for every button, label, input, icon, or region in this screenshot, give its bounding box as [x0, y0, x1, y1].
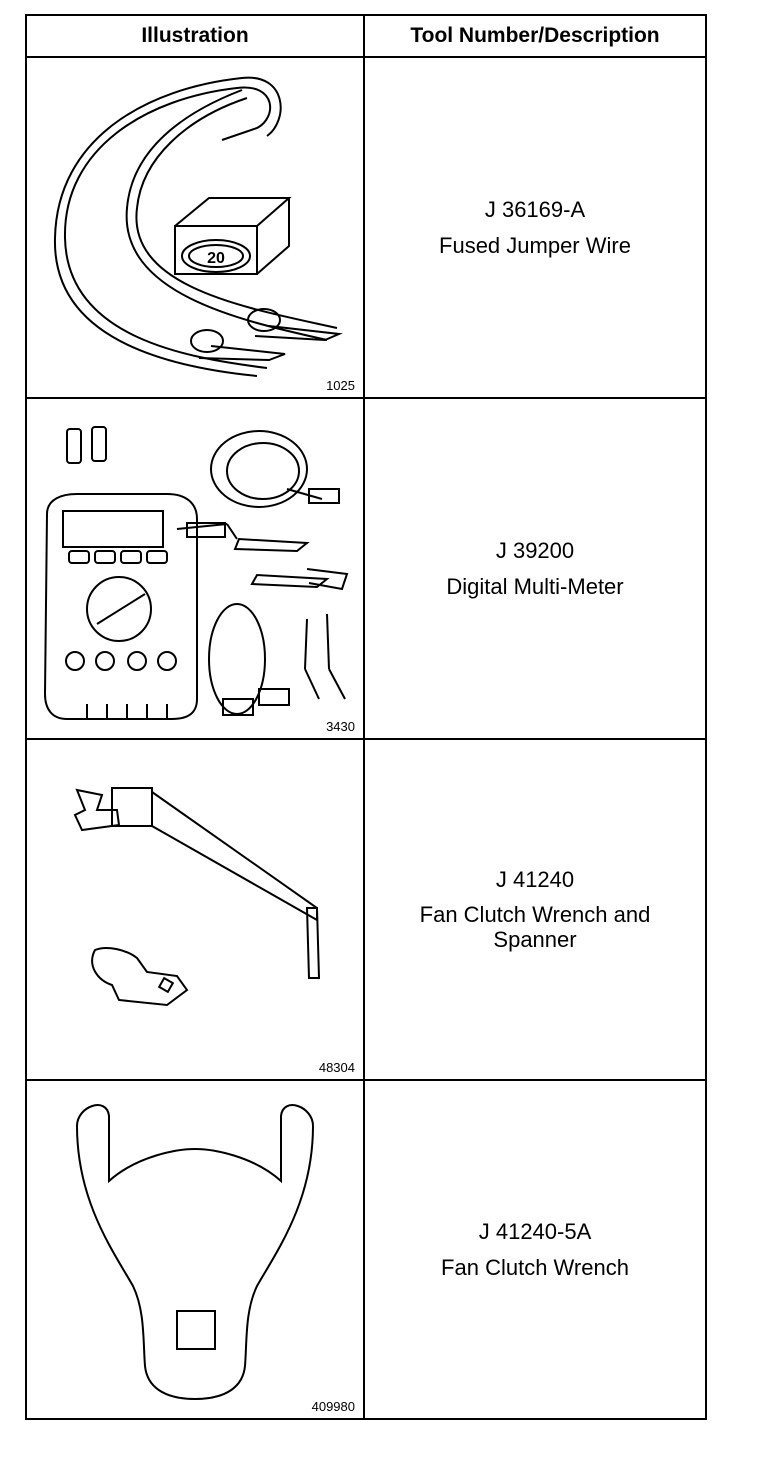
description-cell: J 41240 Fan Clutch Wrench and Spanner — [365, 740, 705, 1079]
table-row: 409980 J 41240-5A Fan Clutch Wrench — [27, 1081, 705, 1418]
illustration-cell: 409980 — [27, 1081, 365, 1418]
table-row: 3430 J 39200 Digital Multi-Meter — [27, 399, 705, 740]
table-row: 48304 J 41240 Fan Clutch Wrench and Span… — [27, 740, 705, 1081]
tool-number: J 39200 — [495, 538, 575, 564]
illustration-cell: 3430 — [27, 399, 365, 738]
fused-jumper-wire-illustration: 20 — [53, 76, 343, 377]
tool-description: Digital Multi-Meter — [446, 573, 624, 599]
tool-description: Fan Clutch Wrench and Spanner — [419, 901, 651, 953]
digital-multimeter-illustration — [43, 426, 349, 720]
fan-clutch-wrench-illustration — [75, 1104, 315, 1401]
description-cell: J 41240-5A Fan Clutch Wrench — [365, 1081, 705, 1418]
tool-number: J 41240 — [495, 866, 575, 892]
header-illustration: Illustration — [27, 16, 365, 58]
tool-table: Illustration Tool Number/Description — [25, 14, 707, 1420]
tool-number: J 36169-A — [484, 197, 586, 223]
tool-number: J 41240-5A — [478, 1219, 592, 1245]
figure-number: 409980 — [311, 1399, 355, 1414]
illustration-cell: 20 1025 — [27, 58, 365, 397]
illustration-cell: 48304 — [27, 740, 365, 1079]
fan-clutch-wrench-and-spanner-illustration — [73, 787, 321, 1007]
description-cell: J 39200 Digital Multi-Meter — [365, 399, 705, 738]
figure-number: 3430 — [326, 719, 355, 734]
tool-description: Fused Jumper Wire — [439, 232, 631, 258]
header-tool-description: Tool Number/Description — [365, 16, 705, 58]
fuse-rating-label: 20 — [207, 250, 225, 267]
figure-number: 48304 — [318, 1060, 355, 1075]
figure-number: 1025 — [326, 378, 355, 393]
description-cell: J 36169-A Fused Jumper Wire — [365, 58, 705, 397]
table-row: 20 1025 J 36169-A Fused Jumper Wire — [27, 58, 705, 399]
tool-description: Fan Clutch Wrench — [441, 1254, 629, 1280]
